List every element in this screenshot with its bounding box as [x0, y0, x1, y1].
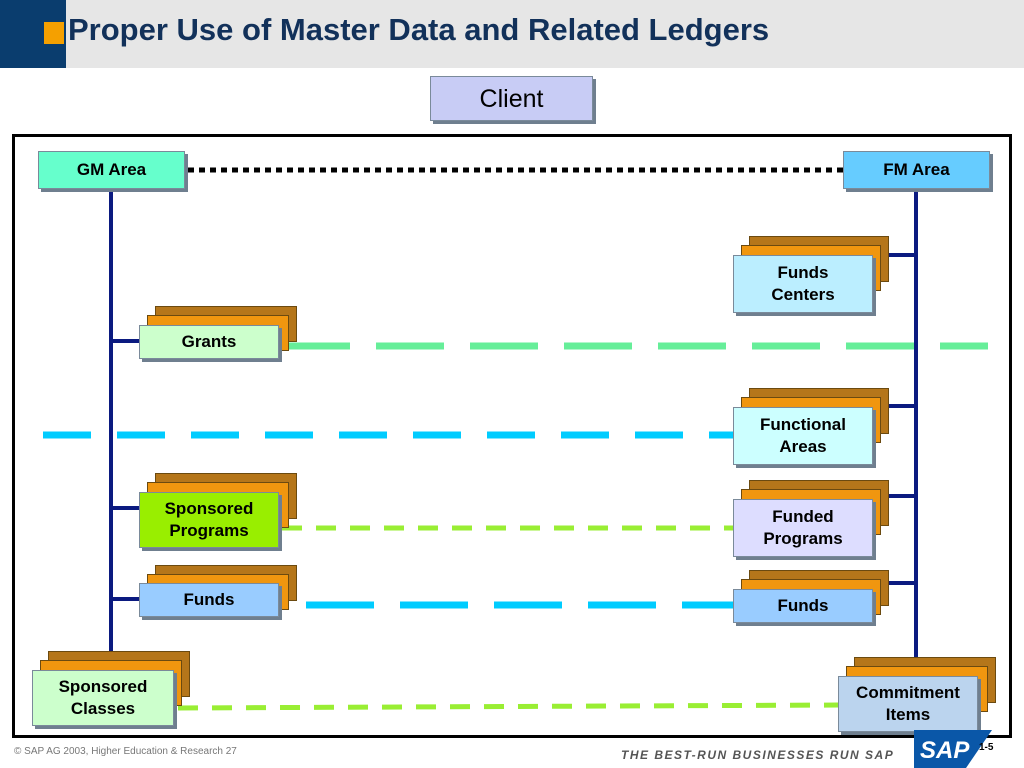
- grants-box: Grants: [139, 325, 279, 359]
- sponsored-programs-box: Sponsored Programs: [139, 492, 279, 548]
- fm-branch-functional-areas: [886, 404, 916, 408]
- funded-programs-box: Funded Programs: [733, 499, 873, 557]
- functional-areas-box: Functional Areas: [733, 407, 873, 465]
- dash-classes-to-commitment-items: [177, 702, 840, 711]
- page-title: Proper Use of Master Data and Related Le…: [68, 12, 770, 47]
- fm-branch-funds-centers: [886, 253, 916, 257]
- footer-slogan: THE BEST-RUN BUSINESSES RUN SAP: [621, 748, 895, 762]
- gm-branch-sponsored-programs: [111, 506, 141, 510]
- fm-branch-funds: [886, 581, 916, 585]
- gm-branch-grants: [111, 339, 141, 343]
- client-box: Client: [430, 76, 593, 121]
- title-bullet-square: [44, 22, 64, 44]
- commitment-items-box: Commitment Items: [838, 676, 978, 732]
- footer-copyright: © SAP AG 2003, Higher Education & Resear…: [14, 746, 237, 757]
- sap-logo-icon: SAP: [914, 730, 992, 768]
- funds-centers-box: Funds Centers: [733, 255, 873, 313]
- fm-area-box: FM Area: [843, 151, 990, 189]
- sponsored-classes-box: Sponsored Classes: [32, 670, 174, 726]
- client-frame: [12, 134, 1012, 738]
- fm-trunk-line: [914, 189, 918, 665]
- sap-logo-text: SAP: [920, 737, 970, 764]
- gm-branch-funds: [111, 597, 141, 601]
- fm-funds-box: Funds: [733, 589, 873, 623]
- fm-branch-funded-programs: [886, 494, 916, 498]
- gm-area-box: GM Area: [38, 151, 185, 189]
- title-bar: Proper Use of Master Data and Related Le…: [0, 0, 1024, 68]
- page-number: 1-5: [979, 742, 994, 753]
- gm-trunk-line: [109, 189, 113, 655]
- gm-funds-box: Funds: [139, 583, 279, 617]
